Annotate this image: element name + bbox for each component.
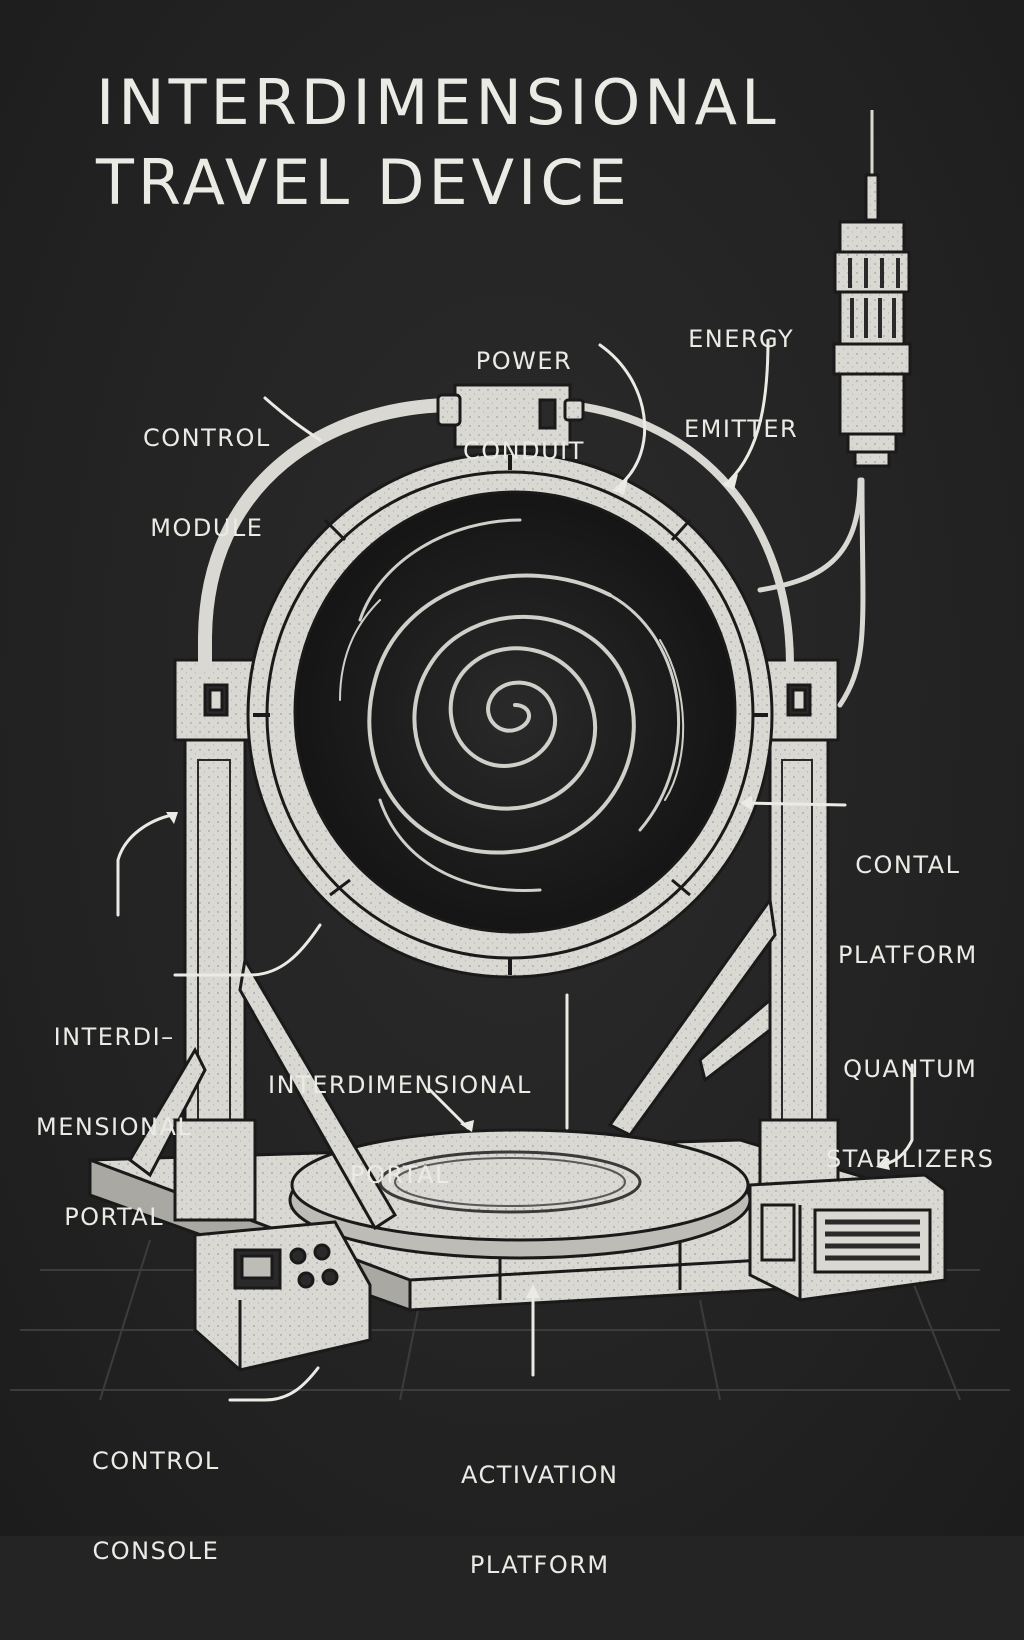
top-control-module	[436, 383, 585, 449]
label-activation-platform-line-1: ACTIVATION	[461, 1461, 619, 1489]
leader-lines	[116, 338, 914, 1402]
label-quantum-stabilizers: QUANTUM STABILIZERS	[826, 994, 994, 1234]
leader-arrowheads	[166, 474, 890, 1298]
label-activation-platform-line-2: PLATFORM	[469, 1551, 610, 1579]
label-contal-platform-line-1: CONTAL	[855, 851, 961, 879]
label-portal-center-line-2: PORTAL	[349, 1161, 450, 1189]
label-contal-platform: CONTAL PLATFORM	[838, 790, 978, 1030]
label-control-module-line-1: CONTROL	[143, 424, 271, 452]
label-control-console: CONTROL CONSOLE	[92, 1386, 220, 1626]
title-line-2: TRAVEL DEVICE	[96, 146, 631, 219]
label-power-conduit-line-1: POWER	[475, 347, 573, 375]
label-activation-platform: ACTIVATION PLATFORM	[461, 1400, 619, 1640]
label-power-conduit: POWER CONDUIT	[463, 286, 585, 526]
device-illustration	[10, 110, 1010, 1402]
label-energy-emitter-line-1: ENERGY	[688, 325, 795, 353]
vortex-spiral	[339, 518, 685, 892]
power-cables	[198, 398, 866, 708]
control-console	[193, 1220, 372, 1372]
title-line-1: INTERDIMENSIONAL	[96, 66, 780, 139]
energy-emitter-tower	[832, 110, 912, 468]
label-portal-center: INTERDIMENSIONAL PORTAL	[268, 1010, 532, 1250]
left-pillar	[128, 658, 398, 1231]
label-control-module-line-2: MODULE	[150, 514, 264, 542]
label-contal-platform-line-2: PLATFORM	[838, 941, 978, 969]
label-portal-left: INTERDI– MENSIONAL PORTAL	[36, 962, 192, 1292]
label-energy-emitter: ENERGY EMITTER	[684, 264, 798, 504]
diagram-canvas: INTERDIMENSIONAL TRAVEL DEVICE	[0, 0, 1024, 1579]
label-energy-emitter-line-2: EMITTER	[684, 415, 799, 443]
label-power-conduit-line-2: CONDUIT	[463, 437, 585, 465]
label-portal-left-line-3: PORTAL	[64, 1203, 165, 1231]
label-quantum-stabilizers-line-1: QUANTUM	[843, 1055, 978, 1083]
label-portal-center-line-1: INTERDIMENSIONAL	[268, 1071, 532, 1099]
portal-ring	[246, 451, 774, 979]
quantum-stabilizer-box	[748, 1173, 947, 1302]
label-portal-left-line-2: MENSIONAL	[36, 1113, 193, 1141]
label-control-console-line-1: CONTROL	[92, 1447, 220, 1475]
label-portal-left-line-1: INTERDI–	[53, 1023, 175, 1051]
label-control-console-line-2: CONSOLE	[92, 1537, 220, 1565]
label-quantum-stabilizers-line-2: STABILIZERS	[826, 1145, 995, 1173]
label-control-module: CONTROL MODULE	[143, 363, 271, 603]
